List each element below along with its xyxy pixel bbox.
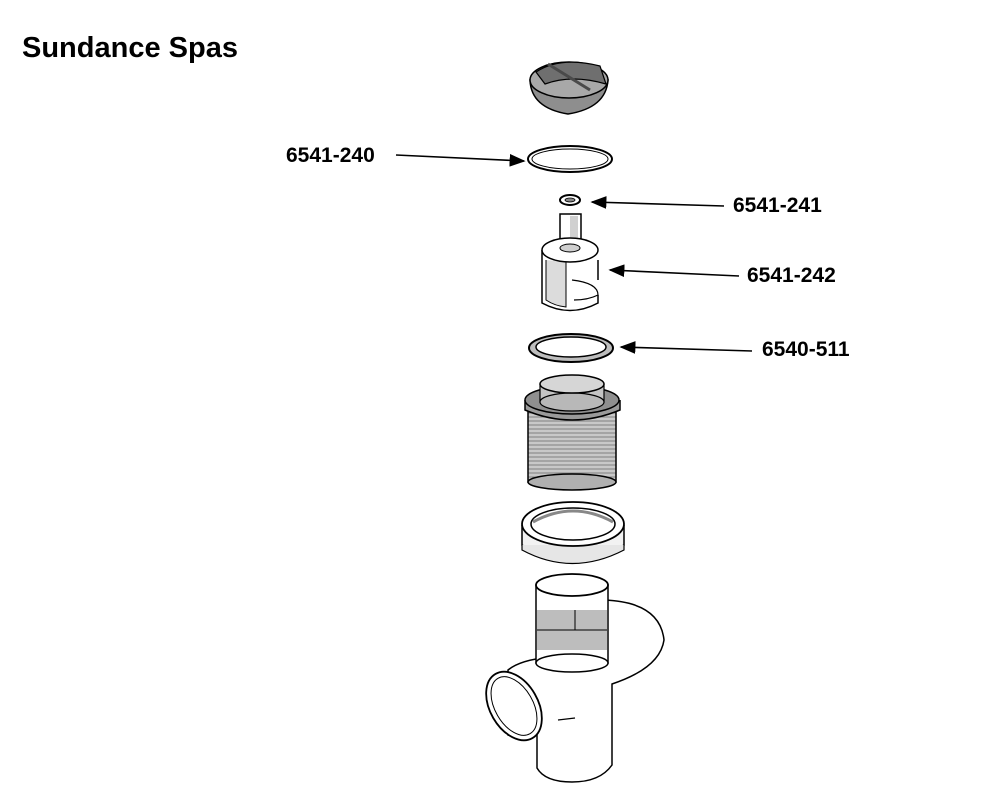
- large-o-ring-part: [527, 145, 613, 173]
- leader-arrow-6541-240: [395, 153, 526, 167]
- gasket-part: [528, 333, 614, 363]
- page-title: Sundance Spas: [22, 32, 238, 64]
- part-label-6541-240: 6541-240: [286, 144, 375, 167]
- threaded-body-part: [524, 374, 621, 491]
- lock-nut-part: [521, 501, 625, 564]
- leader-arrow-6541-242: [608, 264, 740, 278]
- leader-arrow-6540-511: [619, 341, 753, 354]
- filter-basket-part: [541, 213, 599, 312]
- leader-arrow-6541-241: [590, 196, 725, 209]
- part-label-6540-511: 6540-511: [762, 338, 850, 361]
- small-o-ring-part: [559, 194, 581, 206]
- cap-part: [529, 61, 609, 115]
- part-label-6541-242: 6541-242: [747, 264, 836, 287]
- tee-fitting-part: [485, 573, 665, 783]
- part-label-6541-241: 6541-241: [733, 194, 822, 217]
